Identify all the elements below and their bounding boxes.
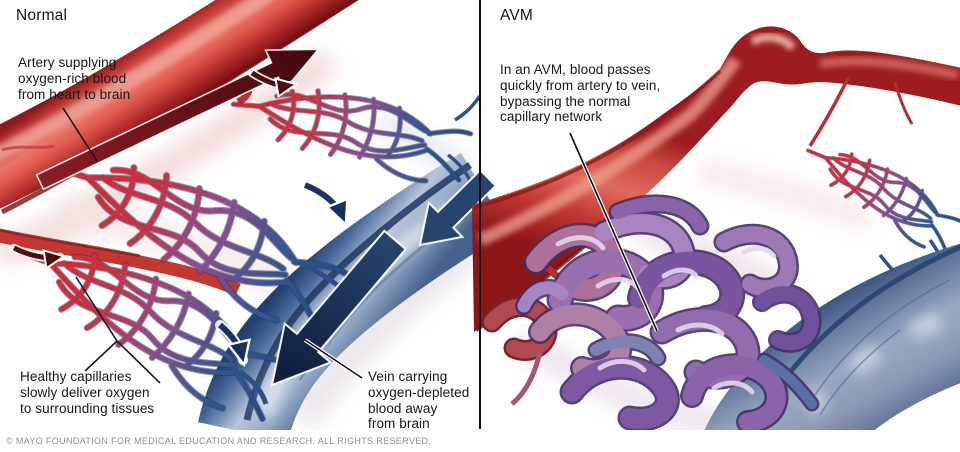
label-artery: Artery supplying oxygen-rich blood from …: [18, 55, 131, 102]
panel-divider: [479, 0, 481, 429]
artery-label-line: [62, 107, 98, 162]
capillary-drain-arrow-1: [303, 182, 344, 220]
panel-avm-title: AVM: [500, 7, 534, 24]
label-avm-description: In an AVM, blood passes quickly from art…: [500, 62, 661, 125]
avm-panel-art: [472, 26, 960, 430]
label-healthy-capillaries: Healthy capillaries slowly deliver oxyge…: [20, 369, 155, 416]
capillaries-label-bracket: [75, 276, 161, 384]
normal-panel-art: [0, 0, 510, 430]
avm-nidus: [515, 194, 822, 430]
copyright-notice: © MAYO FOUNDATION FOR MEDICAL EDUCATION …: [6, 436, 432, 446]
normal-label-lines: [62, 107, 364, 384]
capillary-network-bottom: [0, 215, 300, 429]
vein-label-line: [304, 339, 363, 379]
panel-normal-title: Normal: [16, 7, 68, 24]
vein-flow-arrow-large: [270, 229, 408, 387]
flow-arrows-normal: [9, 48, 498, 387]
vascular-artwork: [0, 0, 960, 430]
capillary-drain-arrow-2: [218, 322, 243, 360]
vein-flow-arrow-medium: [418, 168, 498, 247]
label-vein: Vein carrying oxygen-depleted blood away…: [368, 369, 470, 432]
avm-label-line: [568, 132, 659, 332]
arteriole-flow-arrow-2: [12, 245, 60, 258]
arteriole-flow-arrow: [250, 70, 292, 86]
